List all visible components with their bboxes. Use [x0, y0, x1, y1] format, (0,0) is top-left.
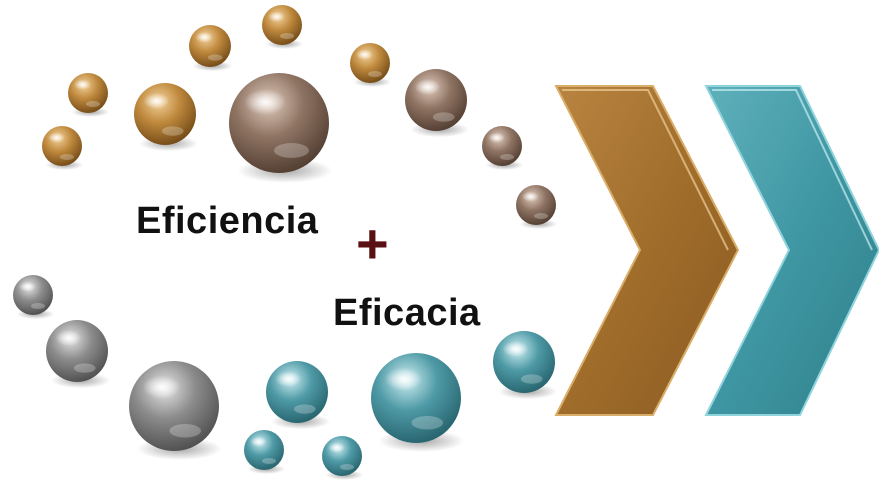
sphere-brown-8 [405, 69, 470, 138]
sphere-teal-17 [371, 353, 465, 452]
plus-sign: + [356, 212, 389, 275]
sphere-brown-6 [229, 73, 333, 183]
spheres-group [13, 5, 558, 480]
sphere-gray-13 [129, 361, 223, 460]
chevron-arrow-teal [704, 85, 879, 416]
sphere-teal-14 [266, 361, 331, 430]
sphere-gold-5 [262, 5, 304, 49]
sphere-teal-15 [244, 430, 286, 474]
chevron-arrow-gold [554, 85, 740, 416]
sphere-gold-4 [189, 25, 233, 72]
term-eficiencia-label: Eficiencia [136, 200, 319, 242]
sphere-gold-3 [134, 83, 199, 152]
sphere-brown-9 [482, 126, 524, 170]
sphere-teal-18 [493, 331, 558, 400]
sphere-brown-10 [516, 185, 558, 229]
term-eficacia-label: Eficacia [333, 292, 481, 334]
sphere-gold-2 [68, 73, 110, 117]
sphere-gold-1 [42, 126, 84, 170]
sphere-gray-11 [13, 275, 55, 319]
sphere-gray-12 [46, 320, 111, 389]
sphere-gold-7 [350, 43, 392, 87]
sphere-teal-16 [322, 436, 364, 480]
